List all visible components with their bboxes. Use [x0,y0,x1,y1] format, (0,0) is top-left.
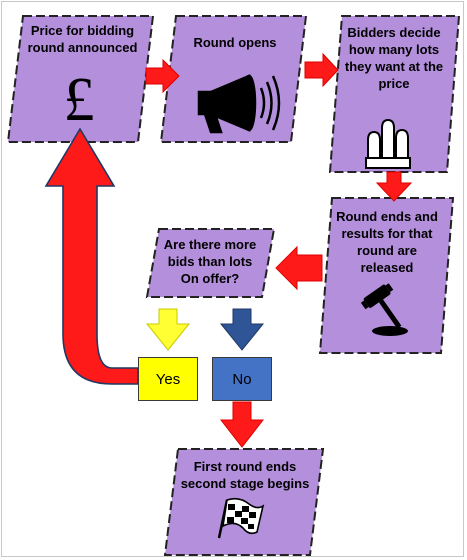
megaphone-icon [197,74,281,134]
label-first-round-ends: First round ends second stage begins [180,459,310,491]
no-box: No [212,357,272,401]
label-price-announced: Price for bidding round announced [27,23,138,55]
arrow-down-2 [219,401,265,448]
gavel-icon [360,283,408,336]
arrow-right-2 [304,52,339,88]
yes-box: Yes [138,357,198,401]
label-round-opens: Round opens [193,35,277,50]
arrow-left-1 [275,245,323,291]
arrow-yellow-down [145,308,191,351]
label-question: Are there more bids than lots On offer? [163,237,257,286]
label-round-ends: Round ends and results for that round ar… [336,209,438,275]
arrow-down-1 [375,171,413,202]
arrow-right-1 [145,58,180,94]
label-bidders-decide: Bidders decide how many lots they want a… [344,25,444,91]
raised-hands-icon [365,118,411,169]
arrow-blue-down [219,308,265,351]
box-bidders-decide [328,15,461,173]
box-question [145,228,276,298]
arrow-curved-return [44,127,139,385]
box-price-announced [6,15,155,143]
checkered-flag-icon [217,497,265,539]
box-round-ends [318,197,455,354]
pound-sign-icon: £ [64,66,95,134]
